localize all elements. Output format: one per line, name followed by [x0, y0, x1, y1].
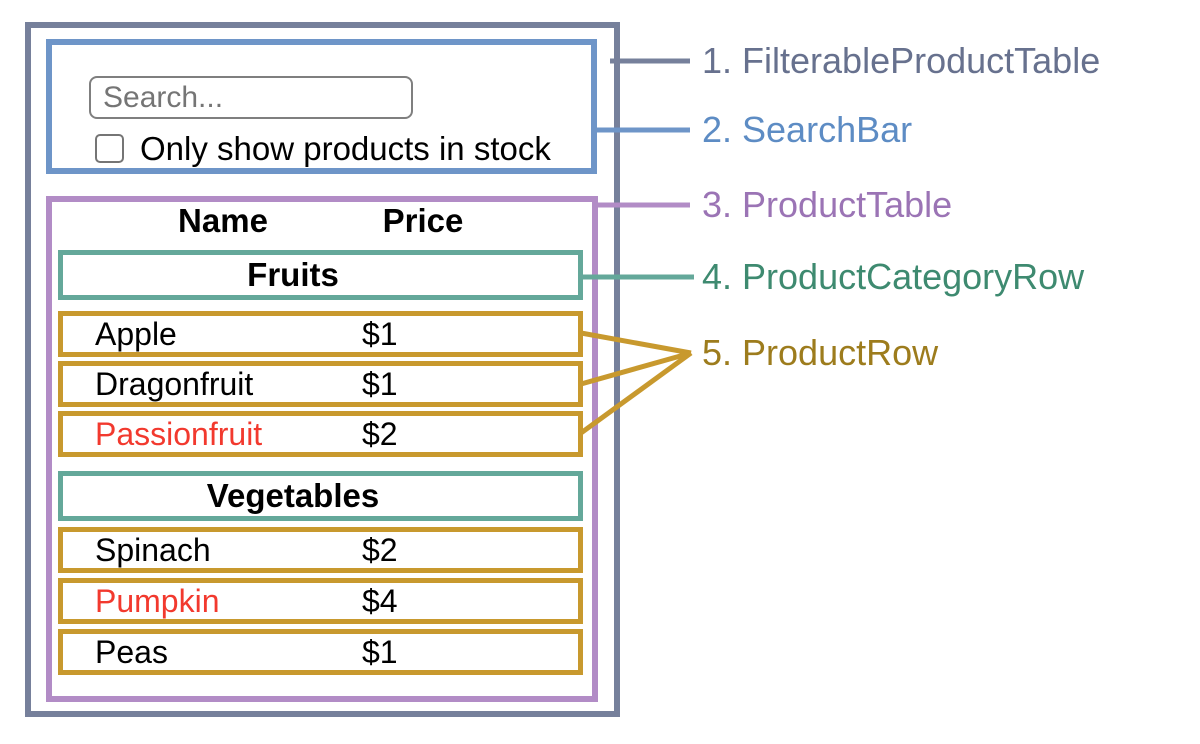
product-row: Spinach $2: [58, 527, 583, 573]
product-price: $1: [362, 315, 398, 352]
product-table-box: Name Price Fruits Apple $1 Dragonfruit $…: [46, 196, 598, 702]
product-name: Passionfruit: [95, 415, 263, 452]
product-row: Peas $1: [58, 629, 583, 675]
legend-label-search-bar: 2. SearchBar: [702, 109, 913, 150]
product-row: Passionfruit $2: [58, 411, 583, 457]
product-price: $2: [362, 531, 398, 568]
legend-label-product-category-row: 4. ProductCategoryRow: [702, 256, 1085, 297]
product-name: Peas: [95, 633, 168, 670]
product-row: Dragonfruit $1: [58, 361, 583, 407]
product-name: Apple: [95, 315, 177, 352]
legend-label-product-row: 5. ProductRow: [702, 332, 939, 373]
in-stock-checkbox-label: Only show products in stock: [140, 130, 551, 167]
product-price: $4: [362, 582, 398, 619]
product-name: Spinach: [95, 531, 211, 568]
product-price: $2: [362, 415, 398, 452]
product-category-row: Vegetables: [58, 471, 583, 521]
product-price: $1: [362, 365, 398, 402]
in-stock-checkbox[interactable]: [95, 134, 124, 163]
filterable-product-table-box: Only show products in stock Name Price F…: [25, 22, 620, 717]
column-header-price: Price: [382, 202, 464, 239]
product-category-row: Fruits: [58, 250, 583, 300]
legend-label-product-table: 3. ProductTable: [702, 184, 953, 225]
product-name: Pumpkin: [95, 582, 220, 619]
legend-label-filterable-product-table: 1. FilterableProductTable: [702, 40, 1101, 81]
product-name: Dragonfruit: [95, 365, 254, 402]
category-label: Vegetables: [206, 477, 380, 514]
category-label: Fruits: [247, 256, 339, 293]
search-input[interactable]: [89, 76, 413, 119]
product-price: $1: [362, 633, 398, 670]
product-row: Pumpkin $4: [58, 578, 583, 624]
product-row: Apple $1: [58, 311, 583, 357]
column-header-name: Name: [178, 202, 268, 239]
search-bar-box: Only show products in stock: [46, 39, 597, 174]
